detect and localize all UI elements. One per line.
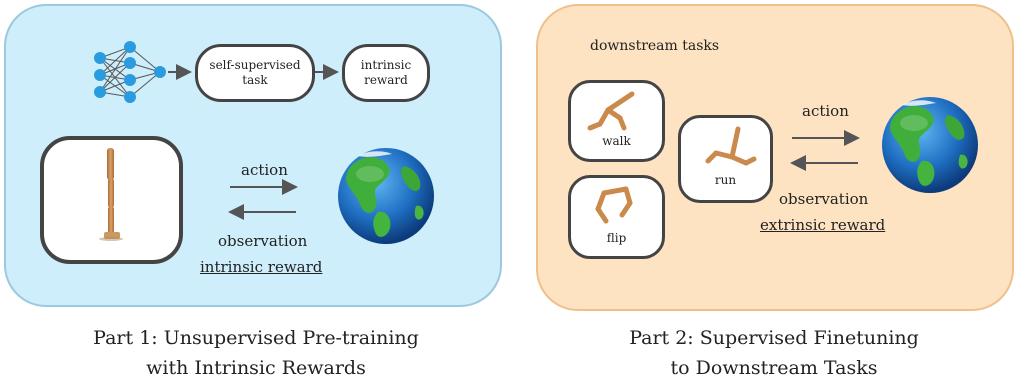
flip-task-box: flip xyxy=(568,175,665,259)
walker-robot-icon xyxy=(595,186,633,224)
run-task-box: run xyxy=(678,115,773,203)
observation-label-1: observation xyxy=(218,232,308,250)
action-label-2: action xyxy=(802,102,849,120)
flip-label: flip xyxy=(606,231,627,245)
intrinsic-reward-box-label: intrinsic reward xyxy=(360,58,412,87)
globe-icon xyxy=(882,97,978,193)
action-label-1: action xyxy=(241,161,288,179)
part2-caption: Part 2: Supervised Finetuning to Downstr… xyxy=(524,323,1018,383)
part1-caption: Part 1: Unsupervised Pre-training with I… xyxy=(6,323,506,383)
part2-caption-line2: to Downstream Tasks xyxy=(670,357,878,379)
part2-caption-line1: Part 2: Supervised Finetuning xyxy=(629,327,919,349)
globe-icon xyxy=(338,148,434,244)
self-supervised-task-box: self-supervised task xyxy=(195,44,315,102)
walker-robot-icon xyxy=(705,126,757,166)
observation-label-2: observation xyxy=(779,190,869,208)
standing-robot-icon xyxy=(99,148,123,241)
downstream-tasks-header: downstream tasks xyxy=(590,38,720,54)
walker-robot-icon xyxy=(587,91,635,131)
intrinsic-reward-label: intrinsic reward xyxy=(200,258,323,276)
neural-network-icon xyxy=(94,41,166,103)
self-supervised-task-label: self-supervised task xyxy=(209,58,301,87)
extrinsic-reward-label: extrinsic reward xyxy=(760,216,886,234)
standing-robot-box xyxy=(40,136,183,264)
part1-caption-line1: Part 1: Unsupervised Pre-training xyxy=(93,327,419,349)
intrinsic-reward-box: intrinsic reward xyxy=(342,44,430,102)
run-label: run xyxy=(714,173,737,187)
walk-label: walk xyxy=(602,134,631,148)
part1-caption-line2: with Intrinsic Rewards xyxy=(146,357,366,379)
walk-task-box: walk xyxy=(568,80,665,162)
